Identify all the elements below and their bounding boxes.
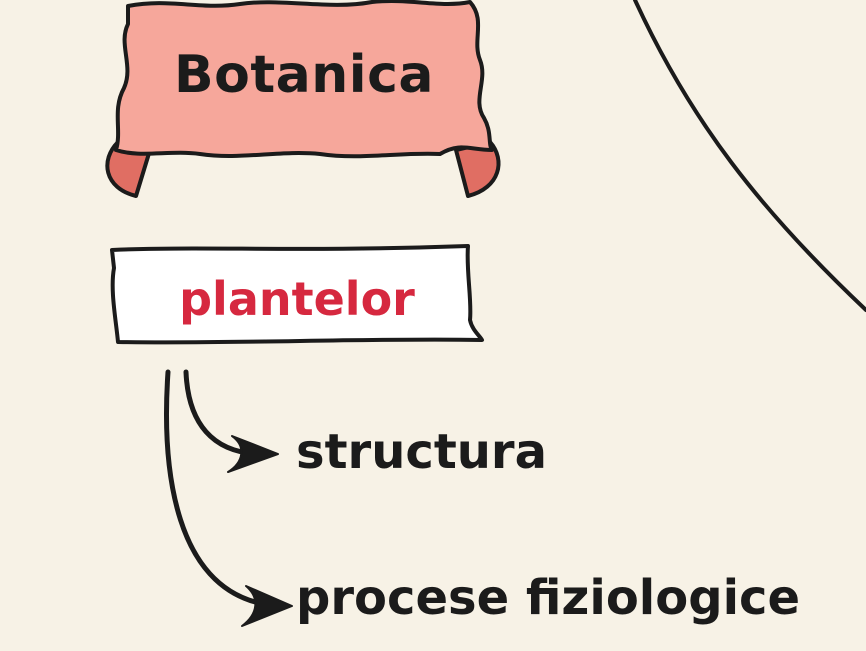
subject-box [110,244,484,345]
diagram-title: Botanica [173,45,435,105]
banner-right-fold [454,140,501,198]
arrowhead-structura [227,435,279,473]
title-banner [114,0,494,159]
decorative-curve [633,0,866,312]
arrowhead-procese [241,585,293,627]
connector-structura [183,369,271,457]
connector-procese [164,369,283,609]
subject-label: plantelor [179,272,415,326]
branch-label-procese: procese fiziologice [296,570,801,626]
branch-label-structura: structura [296,424,547,480]
